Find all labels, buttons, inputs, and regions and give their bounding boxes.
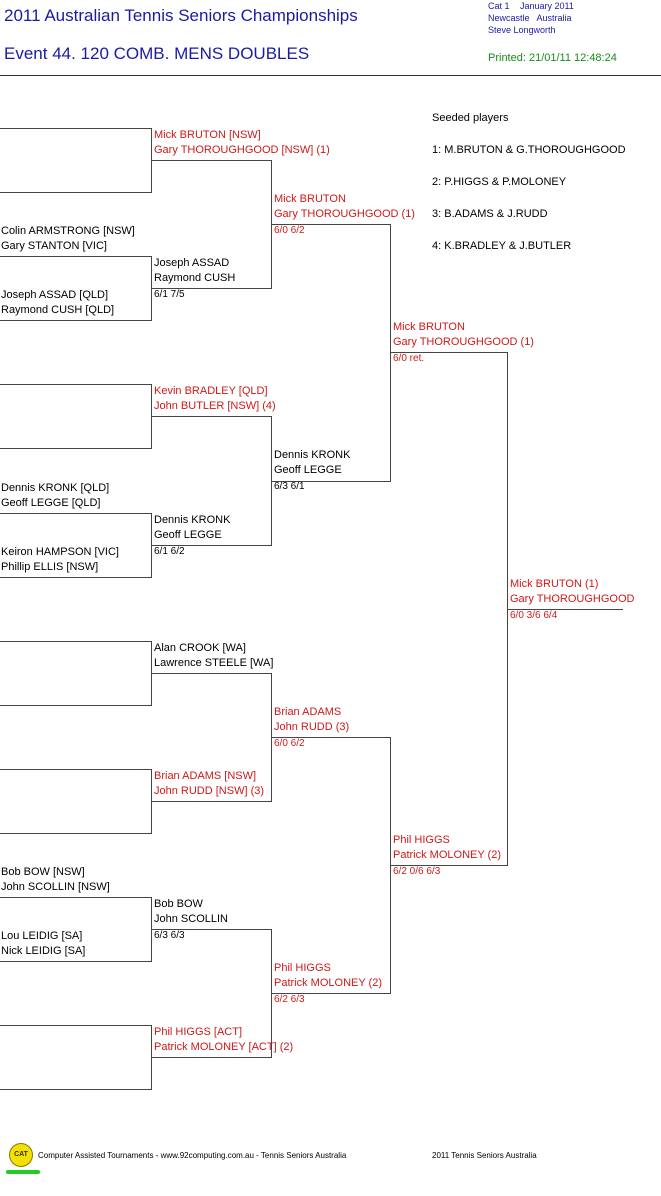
r1-team-name: Colin ARMSTRONG [NSW] [1, 225, 135, 237]
tournament-title: 2011 Australian Tennis Seniors Champions… [4, 6, 358, 25]
seed-item: 4: K.BRADLEY & J.BUTLER [432, 240, 572, 252]
footer-credit: Computer Assisted Tournaments - www.92co… [38, 1151, 347, 1160]
r3-team-name: Phil HIGGS [274, 962, 331, 974]
semi-score: 6/0 ret. [393, 353, 425, 364]
location-label: Newcastle Australia [488, 13, 572, 23]
r2-team-name: Alan CROOK [WA] [154, 642, 246, 654]
r3-team-name: Brian ADAMS [274, 706, 342, 718]
r1-team-name: Lou LEIDIG [SA] [1, 930, 83, 942]
r2-team-name: John BUTLER [NSW] (4) [154, 400, 276, 412]
r1-team-name: Gary STANTON [VIC] [1, 240, 107, 252]
r2-team-name: Joseph ASSAD [154, 257, 230, 269]
r3-team-name: John RUDD (3) [274, 721, 350, 733]
printed-timestamp: Printed: 21/01/11 12:48:24 [488, 52, 617, 64]
r3-team-name: Mick BRUTON [274, 193, 346, 205]
r2-team-name: Brian ADAMS [NSW] [154, 770, 257, 782]
r2-score: 6/1 6/2 [154, 546, 185, 557]
r1-team-name: Keiron HAMPSON [VIC] [1, 546, 119, 558]
r2-score: 6/1 7/5 [154, 289, 185, 300]
r2-team-name: John RUDD [NSW] (3) [154, 785, 265, 797]
header-divider [0, 75, 661, 76]
referee-label: Steve Longworth [488, 25, 556, 35]
r2-team-name: Kevin BRADLEY [QLD] [154, 385, 268, 397]
r1-team-name: Dennis KRONK [QLD] [1, 482, 110, 494]
r2-team-name: Gary THOROUGHGOOD [NSW] (1) [154, 144, 330, 156]
r2-team-name: Lawrence STEELE [WA] [154, 657, 274, 669]
champion-name: Gary THOROUGHGOOD [510, 593, 635, 605]
r3-team-name: Dennis KRONK [274, 449, 351, 461]
final-line [508, 609, 623, 610]
semi-team-name: Gary THOROUGHGOOD (1) [393, 336, 534, 348]
semi-team-name: Patrick MOLONEY (2) [393, 849, 501, 861]
semi-team-name: Mick BRUTON [393, 321, 465, 333]
r2-score: 6/3 6/3 [154, 930, 185, 941]
cat-logo: CAT [9, 1143, 33, 1167]
r1-team-name: Nick LEIDIG [SA] [1, 945, 86, 957]
event-title: Event 44. 120 COMB. MENS DOUBLES [4, 44, 310, 63]
semi-score: 6/2 0/6 6/3 [393, 866, 441, 877]
seed-item: 3: B.ADAMS & J.RUDD [432, 208, 548, 220]
month-label: January 2011 [520, 1, 574, 11]
cat-logo-underline [6, 1170, 40, 1174]
r2-team-name: Raymond CUSH [154, 272, 236, 284]
r2-team-name: Bob BOW [154, 898, 203, 910]
cat-logo-text: CAT [14, 1151, 28, 1158]
r3-score: 6/2 6/3 [274, 994, 305, 1005]
r1-team-name: Joseph ASSAD [QLD] [1, 289, 108, 301]
r1-team-name: John SCOLLIN [NSW] [1, 881, 110, 893]
r2-team-name: John SCOLLIN [154, 913, 228, 925]
r2-team-name: Phil HIGGS [ACT] [154, 1026, 243, 1038]
r1-team-name: Geoff LEGGE [QLD] [1, 497, 101, 509]
r3-score: 6/0 6/2 [274, 225, 305, 236]
semi-team-name: Phil HIGGS [393, 834, 450, 846]
r1-team-name: Raymond CUSH [QLD] [1, 304, 115, 316]
r3-score: 6/0 6/2 [274, 738, 305, 749]
seed-item: 2: P.HIGGS & P.MOLONEY [432, 176, 567, 188]
r1-team-name: Bob BOW [NSW] [1, 866, 85, 878]
footer-copyright: 2011 Tennis Seniors Australia [432, 1151, 537, 1160]
seeds-heading: Seeded players [432, 112, 509, 124]
r1-team-name: Phillip ELLIS [NSW] [1, 561, 99, 573]
category-label: Cat 1 [488, 1, 510, 11]
r2-team-name: Dennis KRONK [154, 514, 231, 526]
champion-name: Mick BRUTON (1) [510, 578, 599, 590]
r3-team-name: Patrick MOLONEY (2) [274, 977, 382, 989]
r2-team-name: Patrick MOLONEY [ACT] (2) [154, 1041, 294, 1053]
r3-team-name: Geoff LEGGE [274, 464, 342, 476]
r2-team-name: Geoff LEGGE [154, 529, 222, 541]
r3-score: 6/3 6/1 [274, 481, 305, 492]
r2-team-name: Mick BRUTON [NSW] [154, 129, 261, 141]
seed-item: 1: M.BRUTON & G.THOROUGHGOOD [432, 144, 626, 156]
r3-team-name: Gary THOROUGHGOOD (1) [274, 208, 415, 220]
final-score: 6/0 3/6 6/4 [510, 610, 558, 621]
